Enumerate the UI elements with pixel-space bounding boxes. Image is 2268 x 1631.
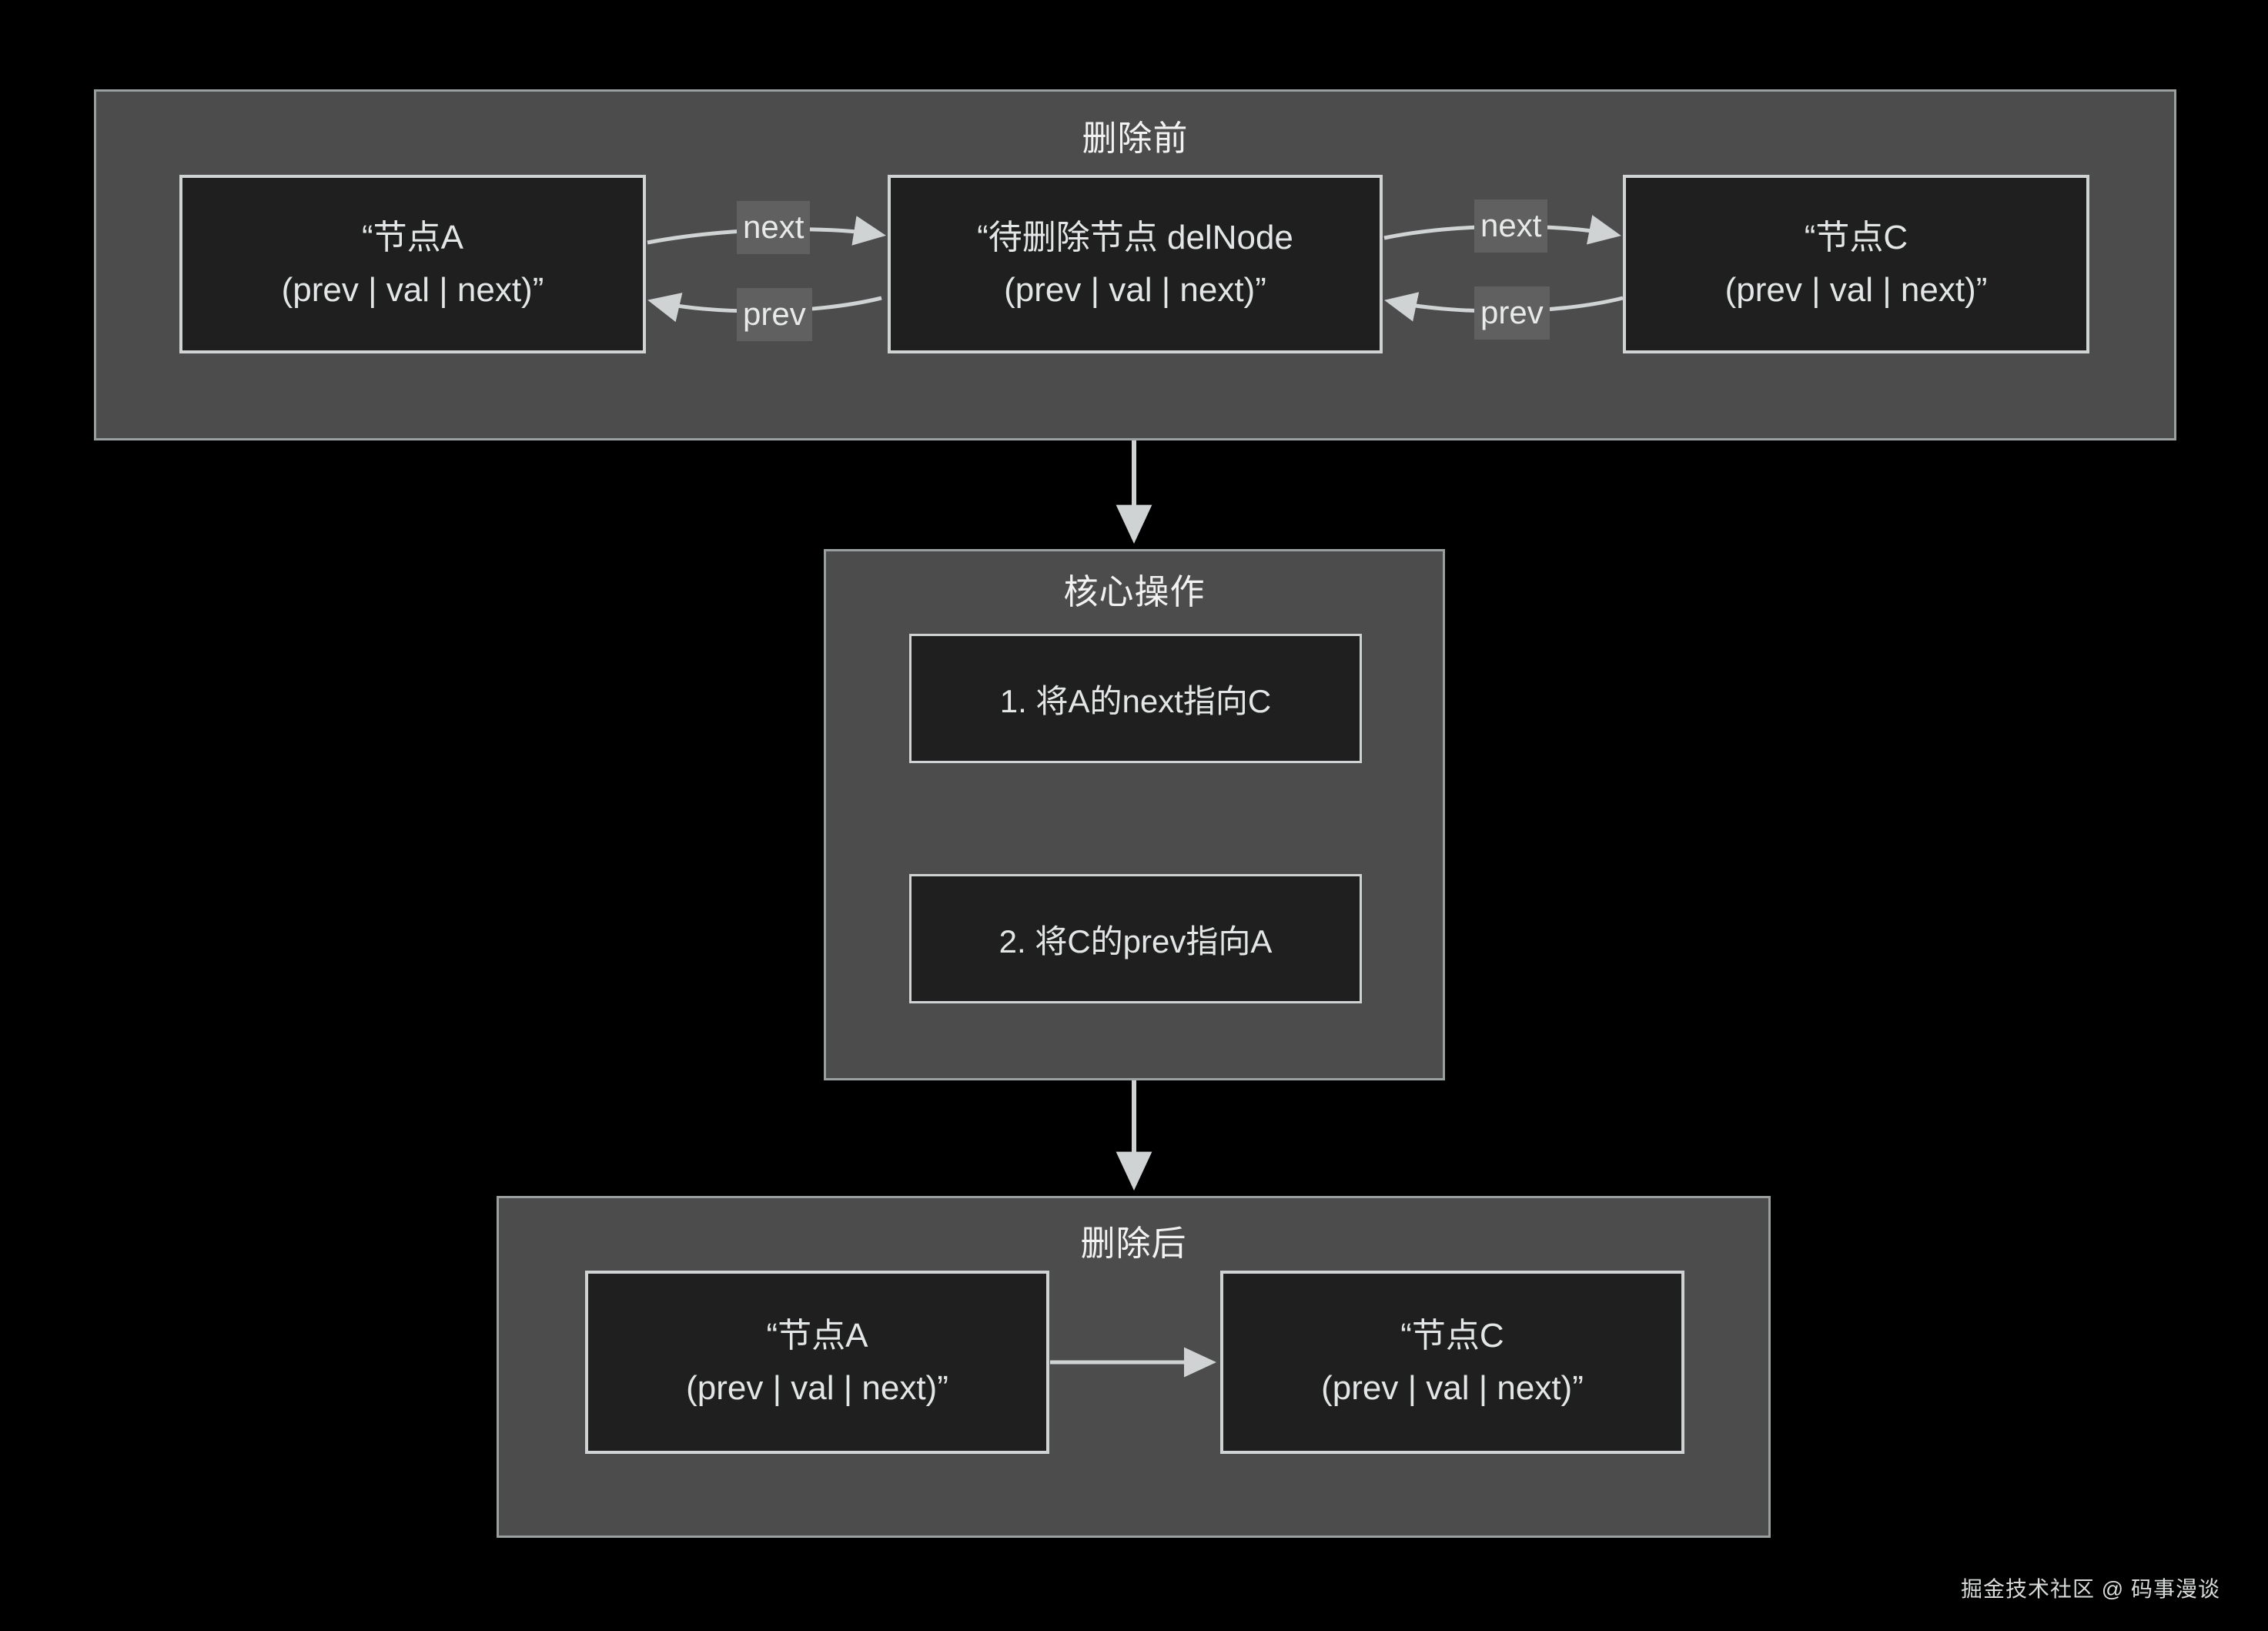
panel-before-deletion: 删除前 “节点A (prev | val | next)” “待删除节点 del… [94, 89, 2176, 440]
node-c-after-line1: “节点C [1400, 1317, 1504, 1355]
node-a-before: “节点A (prev | val | next)” [179, 175, 646, 353]
node-c-after-line2: (prev | val | next)” [1321, 1369, 1584, 1407]
node-c-before-line1: “节点C [1804, 219, 1908, 257]
core-step-2: 2. 将C的prev指向A [909, 874, 1362, 1003]
watermark: 掘金技术社区 @ 码事漫谈 [1961, 1577, 2220, 1601]
node-a-after-line1: “节点A [766, 1317, 868, 1355]
node-a-before-line1: “节点A [362, 219, 463, 257]
node-delnode-before-line1: “待删除节点 delNode [977, 219, 1293, 257]
panel-core-operations: 核心操作 1. 将A的next指向C 2. 将C的prev指向A [824, 549, 1445, 1080]
node-delnode-before-line2: (prev | val | next)” [1004, 271, 1266, 309]
core-step-1: 1. 将A的next指向C [909, 634, 1362, 763]
panel-after-deletion: 删除后 “节点A (prev | val | next)” “节点C (prev… [497, 1196, 1771, 1538]
edge-label-prev-del-a: prev [737, 288, 812, 342]
panel-after-title: 删除后 [1080, 1224, 1187, 1263]
node-a-after-line2: (prev | val | next)” [686, 1369, 948, 1407]
node-a-before-line2: (prev | val | next)” [281, 271, 544, 309]
node-c-before-line2: (prev | val | next)” [1724, 271, 1988, 309]
edge-label-prev-c-del: prev [1474, 286, 1550, 340]
node-a-after: “节点A (prev | val | next)” [585, 1271, 1049, 1454]
edge-label-next-del-c: next [1474, 199, 1548, 253]
panel-core-title: 核心操作 [1063, 572, 1206, 611]
node-c-before: “节点C (prev | val | next)” [1623, 175, 2089, 353]
node-delnode-before: “待删除节点 delNode (prev | val | next)” [888, 175, 1383, 353]
node-c-after: “节点C (prev | val | next)” [1220, 1271, 1684, 1454]
edge-label-next-a-del: next [737, 201, 811, 255]
panel-before-title: 删除前 [1082, 119, 1189, 158]
